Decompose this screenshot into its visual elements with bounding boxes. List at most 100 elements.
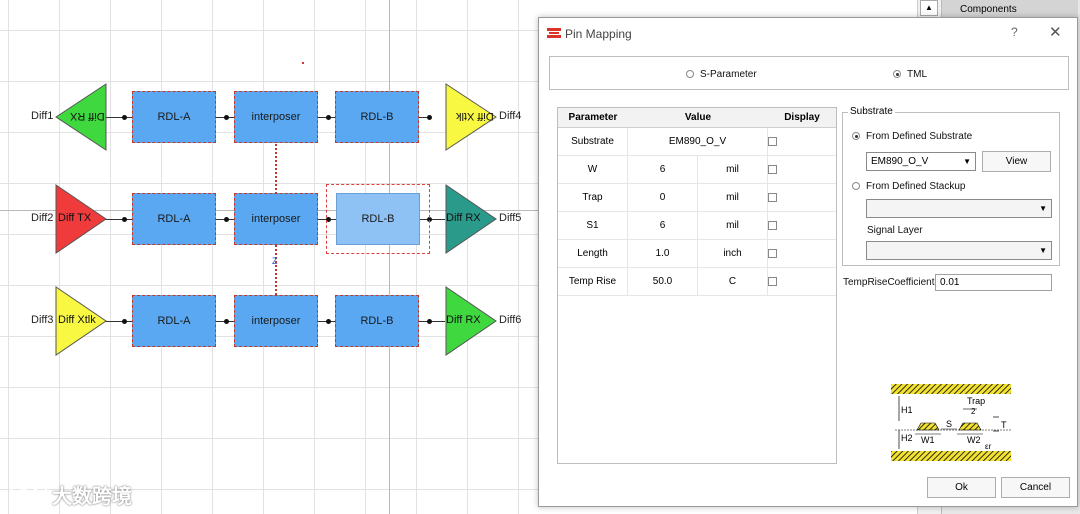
radio-tml[interactable]: TML — [893, 69, 927, 80]
display-checkbox[interactable] — [768, 137, 777, 146]
diagram-label-er: εr — [985, 442, 992, 451]
mode-group — [549, 56, 1069, 90]
table-row: S1 6 mil — [558, 212, 836, 240]
port-label-diff1: Diff1 — [31, 110, 54, 122]
substrate-group — [842, 112, 1060, 266]
watermark-text: 大数跨境 — [52, 486, 132, 508]
temp-rise-coefficient-input[interactable]: 0.01 — [935, 274, 1052, 291]
port-label-diff2: Diff2 — [31, 212, 54, 224]
param-unit[interactable]: C — [698, 268, 768, 295]
chevron-down-icon: ▼ — [1039, 204, 1047, 213]
block-rdl-b[interactable]: RDL-B — [335, 91, 419, 143]
canvas-grid — [0, 0, 540, 514]
pin-mapping-dialog: Pin Mapping ? ✕ S-Parameter TML Paramete… — [538, 17, 1078, 507]
table-row: Substrate EM890_O_V — [558, 128, 836, 156]
diagram-label-s: S — [946, 419, 952, 429]
diagram-label-w2: W2 — [967, 435, 981, 445]
parameter-table: Parameter Value Display Substrate EM890_… — [557, 107, 837, 464]
junction-dot — [326, 217, 331, 222]
param-value[interactable]: 0 — [628, 184, 698, 211]
selection-box — [326, 184, 430, 254]
port-label-diff3: Diff3 — [31, 314, 54, 326]
display-checkbox[interactable] — [768, 221, 777, 230]
block-rdl-a[interactable]: RDL-A — [132, 193, 216, 245]
coupling-label: Z — [272, 256, 278, 266]
radio-from-defined-substrate[interactable]: From Defined Substrate — [852, 131, 972, 142]
table-row: W 6 mil — [558, 156, 836, 184]
block-rdl-a[interactable]: RDL-A — [132, 91, 216, 143]
diagram-label-trap: Trap — [967, 396, 985, 406]
components-panel-title[interactable]: Components — [942, 0, 1078, 18]
param-value[interactable]: 50.0 — [628, 268, 698, 295]
canvas-marker — [302, 62, 304, 64]
block-interposer[interactable]: interposer — [234, 91, 318, 143]
pin-mapping-app-icon — [547, 28, 561, 38]
param-unit[interactable]: mil — [698, 184, 768, 211]
temp-rise-coefficient-label: TempRiseCoefficient — [843, 277, 935, 288]
chevron-down-icon: ▼ — [1039, 246, 1047, 255]
junction-dot — [122, 217, 127, 222]
cancel-button[interactable]: Cancel — [1001, 477, 1070, 498]
port-label-diff4: Diff4 — [499, 110, 522, 122]
display-checkbox[interactable] — [768, 277, 777, 286]
param-unit[interactable]: mil — [698, 156, 768, 183]
block-rdl-b-selected[interactable]: RDL-B — [336, 193, 420, 245]
tri-diff2-tx — [55, 184, 107, 254]
diagram-label-two: 2 — [971, 407, 976, 416]
param-name: W — [558, 156, 628, 183]
stackup-select[interactable]: ▼ — [866, 199, 1052, 218]
junction-dot — [427, 115, 432, 120]
block-rdl-a[interactable]: RDL-A — [132, 295, 216, 347]
tri-diff4-xtlk — [445, 83, 497, 151]
param-unit[interactable]: mil — [698, 212, 768, 239]
tri-diff1-rx — [55, 83, 107, 151]
tri-diff6-rx — [445, 286, 497, 356]
view-button[interactable]: View — [982, 151, 1051, 172]
port-label-diff5: Diff5 — [499, 212, 522, 224]
diagram-label-w1: W1 — [921, 435, 935, 445]
radio-from-defined-stackup[interactable]: From Defined Stackup — [852, 181, 966, 192]
radio-circle-selected — [852, 132, 860, 141]
param-value[interactable]: EM890_O_V — [628, 128, 768, 155]
tri-label-diff5: Diff RX — [446, 212, 481, 224]
param-name: Length — [558, 240, 628, 267]
display-checkbox[interactable] — [768, 249, 777, 258]
junction-dot — [224, 319, 229, 324]
block-rdl-b[interactable]: RDL-B — [335, 295, 419, 347]
radio-s-parameter[interactable]: S-Parameter — [686, 69, 757, 80]
tri-label-diff2: Diff TX — [58, 212, 92, 224]
ok-button[interactable]: Ok — [927, 477, 996, 498]
param-value[interactable]: 1.0 — [628, 240, 698, 267]
junction-dot — [427, 319, 432, 324]
substrate-group-legend: Substrate — [848, 106, 895, 117]
scroll-up-button[interactable]: ▲ — [920, 0, 938, 16]
column-header-display: Display — [784, 112, 820, 123]
display-checkbox[interactable] — [768, 165, 777, 174]
block-interposer[interactable]: interposer — [234, 193, 318, 245]
param-value[interactable]: 6 — [628, 212, 698, 239]
table-header: Parameter Value Display — [558, 108, 836, 128]
junction-dot — [122, 319, 127, 324]
tri-label-diff6: Diff RX — [446, 314, 481, 326]
column-header-value: Value — [684, 112, 712, 123]
substrate-select-value: EM890_O_V — [871, 156, 929, 167]
param-value[interactable]: 6 — [628, 156, 698, 183]
display-checkbox[interactable] — [768, 193, 777, 202]
junction-dot — [326, 319, 331, 324]
tri-diff3-xtlk — [55, 286, 107, 356]
radio-circle-selected — [893, 70, 901, 79]
close-icon[interactable]: ✕ — [1049, 24, 1062, 41]
coupling-line-lower — [275, 245, 277, 295]
block-interposer[interactable]: interposer — [234, 295, 318, 347]
radio-circle — [686, 70, 694, 79]
table-row: Temp Rise 50.0 C — [558, 268, 836, 296]
signal-layer-select[interactable]: ▼ — [866, 241, 1052, 260]
param-unit[interactable]: inch — [698, 240, 768, 267]
port-label-diff6: Diff6 — [499, 314, 522, 326]
table-row: Length 1.0 inch — [558, 240, 836, 268]
radio-label: S-Parameter — [700, 69, 757, 80]
help-button[interactable]: ? — [1011, 25, 1018, 39]
substrate-select[interactable]: EM890_O_V ▼ — [866, 152, 976, 171]
radio-label: From Defined Stackup — [866, 181, 966, 192]
